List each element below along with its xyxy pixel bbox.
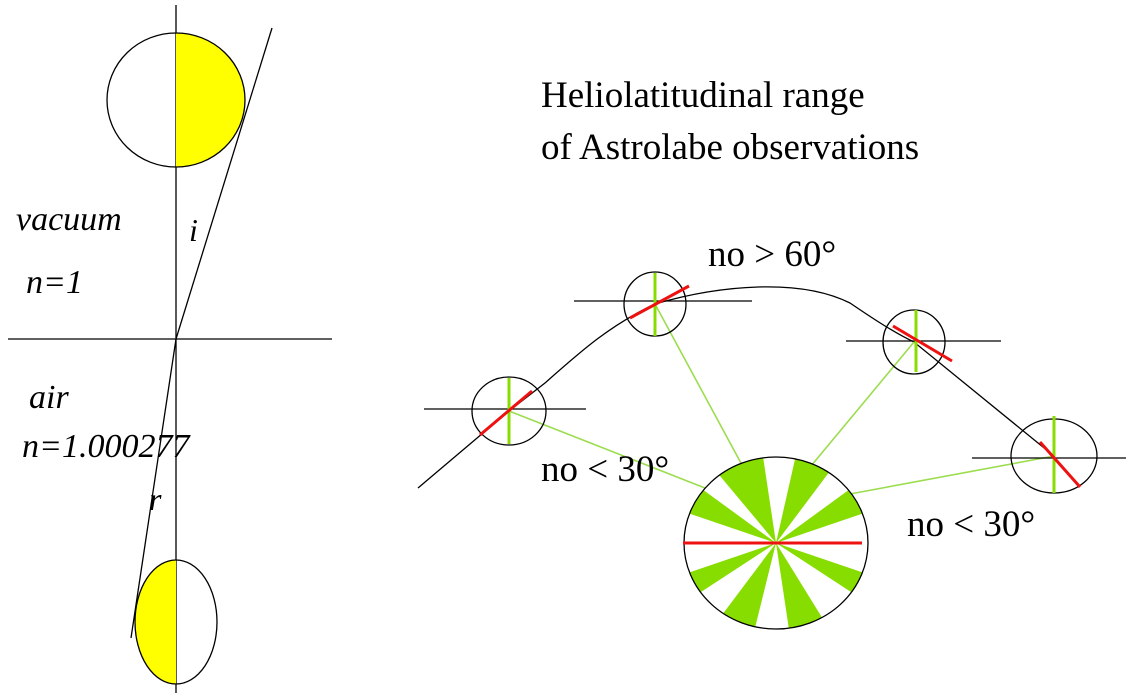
range-sector-1	[776, 458, 829, 543]
range-sector-3	[689, 490, 776, 543]
connector-line-3	[810, 341, 915, 467]
range-sector-8	[776, 490, 863, 543]
sun-path-curve	[417, 286, 1055, 489]
range-sector-6	[723, 543, 776, 627]
connector-line-2	[654, 303, 743, 466]
sun-air	[134, 559, 218, 685]
refraction-diagram: vacuum i n=1 air n=1.000277 r	[8, 5, 332, 693]
label-no-below-30-left: no < 30°	[541, 449, 669, 490]
label-air: air	[29, 379, 69, 416]
incident-ray	[175, 27, 273, 340]
sun-air-outline	[134, 559, 218, 685]
connector-lines	[508, 303, 1055, 495]
small-sun-1-red-axis	[479, 389, 533, 437]
label-n-vacuum: n=1	[26, 264, 83, 301]
title-line-2: of Astrolabe observations	[541, 127, 919, 168]
connector-line-4	[849, 455, 1055, 495]
connector-line-1	[508, 410, 706, 489]
range-sector-5	[776, 543, 822, 629]
sun-vacuum-lit-half	[176, 33, 245, 167]
small-sun-2	[574, 271, 752, 337]
small-sun-1-outline	[471, 376, 547, 446]
label-no-above-60: no > 60°	[708, 234, 836, 275]
small-sun-1	[424, 376, 586, 446]
small-sun-3-outline	[882, 309, 946, 375]
heliolatitude-diagram: Heliolatitudinal range of Astrolabe obse…	[417, 75, 1126, 630]
sun-air-lit-half	[135, 560, 176, 684]
range-disc	[683, 456, 869, 630]
small-sun-4-red-axis	[1038, 441, 1082, 488]
label-angle-i: i	[189, 212, 198, 248]
range-sectors	[689, 457, 863, 629]
sun-vacuum-outline	[106, 32, 246, 168]
label-no-below-30-right: no < 30°	[907, 504, 1035, 545]
label-n-air: n=1.000277	[22, 428, 191, 465]
small-sun-3	[846, 309, 1001, 375]
refracted-ray	[130, 338, 177, 639]
range-sector-4	[776, 543, 863, 593]
small-sun-3-red-axis	[892, 324, 953, 363]
range-sector-2	[719, 457, 776, 543]
small-sun-2-red-axis	[629, 284, 690, 320]
small-sun-4	[972, 416, 1126, 494]
range-sector-7	[689, 543, 776, 593]
label-angle-r: r	[149, 481, 162, 517]
label-vacuum: vacuum	[16, 201, 122, 238]
sun-vacuum	[106, 32, 246, 168]
title-line-1: Heliolatitudinal range	[541, 75, 865, 116]
